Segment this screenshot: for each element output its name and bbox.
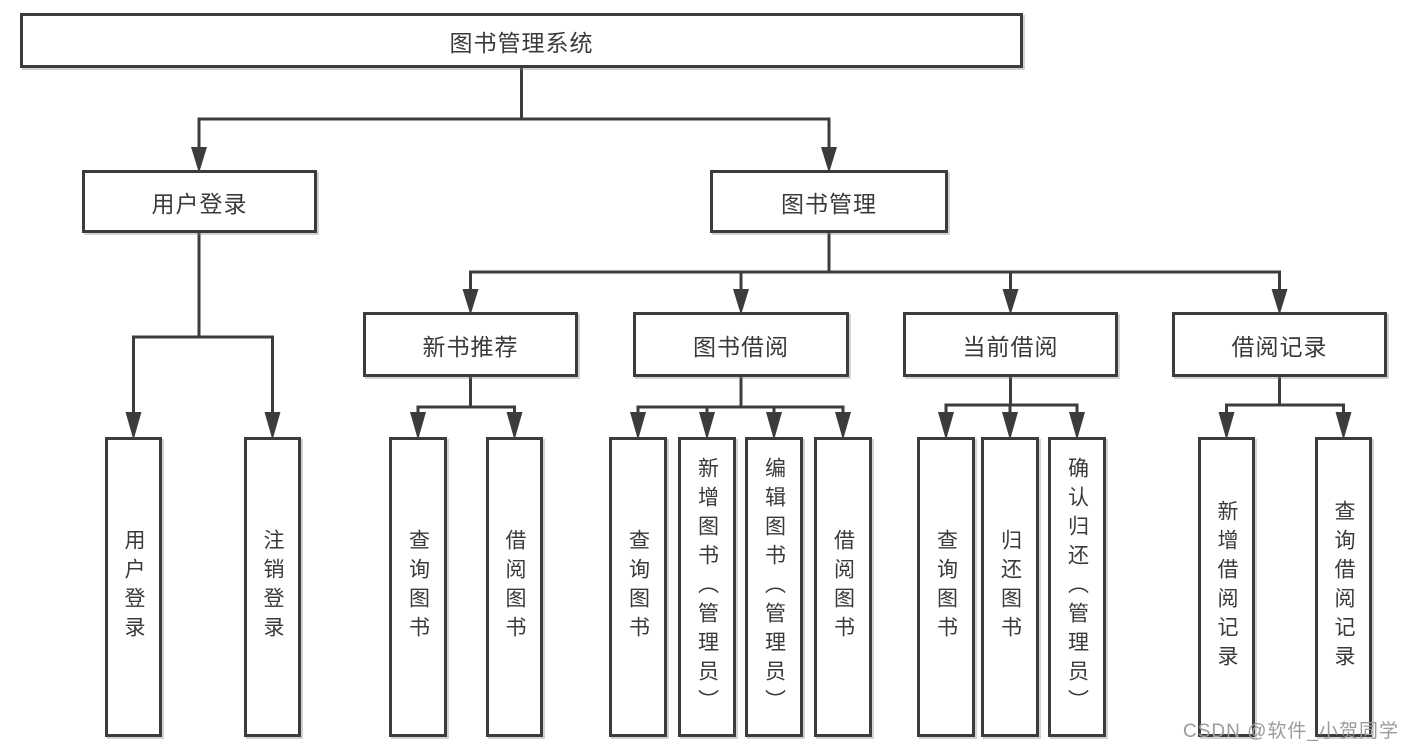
leaf-label: 归还图书: [998, 529, 1022, 645]
leaf-label: 借阅图书: [831, 529, 855, 645]
leaf-label: 借阅图书: [503, 529, 526, 645]
node-new-book-recommend: 新书推荐: [363, 312, 578, 377]
leaf-edit-books-admin: 编辑图书（管理员）: [745, 437, 803, 737]
node-current-borrow: 当前借阅: [903, 312, 1118, 377]
leaf-label: 查询借阅记录: [1332, 500, 1355, 674]
node-label: 图书管理: [781, 190, 877, 217]
node-label: 当前借阅: [962, 333, 1059, 360]
node-book-borrow: 图书借阅: [633, 312, 849, 377]
leaf-label: 查询图书: [934, 529, 958, 645]
leaf-confirm-return-admin: 确认归还（管理员）: [1048, 437, 1106, 737]
leaf-query-books-recommend: 查询图书: [389, 437, 447, 737]
node-root-library-system: 图书管理系统: [20, 13, 1023, 68]
node-label: 用户登录: [151, 190, 248, 217]
leaf-query-books-current: 查询图书: [917, 437, 975, 737]
leaf-add-books-admin: 新增图书（管理员）: [678, 437, 736, 737]
leaf-borrow-books: 借阅图书: [814, 437, 872, 737]
leaf-query-books-borrow: 查询图书: [609, 437, 667, 737]
csdn-watermark: CSDN @软件_小贺同学: [1183, 721, 1399, 742]
leaf-label: 编辑图书（管理员）: [762, 456, 786, 718]
leaf-add-borrow-record: 新增借阅记录: [1198, 437, 1255, 737]
node-label: 图书借阅: [693, 333, 789, 360]
leaf-label: 注销登录: [261, 529, 284, 645]
leaf-label: 确认归还（管理员）: [1065, 456, 1089, 718]
leaf-label: 新增借阅记录: [1215, 500, 1238, 674]
node-label: 新书推荐: [422, 333, 519, 360]
leaf-label: 新增图书（管理员）: [695, 456, 719, 718]
node-borrow-records: 借阅记录: [1172, 312, 1387, 377]
node-book-management: 图书管理: [710, 170, 948, 233]
leaf-return-books: 归还图书: [981, 437, 1039, 737]
node-user-login: 用户登录: [82, 170, 317, 233]
leaf-borrow-books-recommend: 借阅图书: [486, 437, 543, 737]
leaf-label: 查询图书: [406, 529, 430, 645]
leaf-query-borrow-record: 查询借阅记录: [1315, 437, 1372, 737]
leaf-logout: 注销登录: [244, 437, 301, 737]
node-label: 图书管理系统: [449, 29, 594, 56]
leaf-user-login: 用户登录: [105, 437, 162, 737]
leaf-label: 查询图书: [626, 529, 650, 645]
leaf-label: 用户登录: [122, 529, 145, 645]
node-label: 借阅记录: [1231, 333, 1328, 360]
